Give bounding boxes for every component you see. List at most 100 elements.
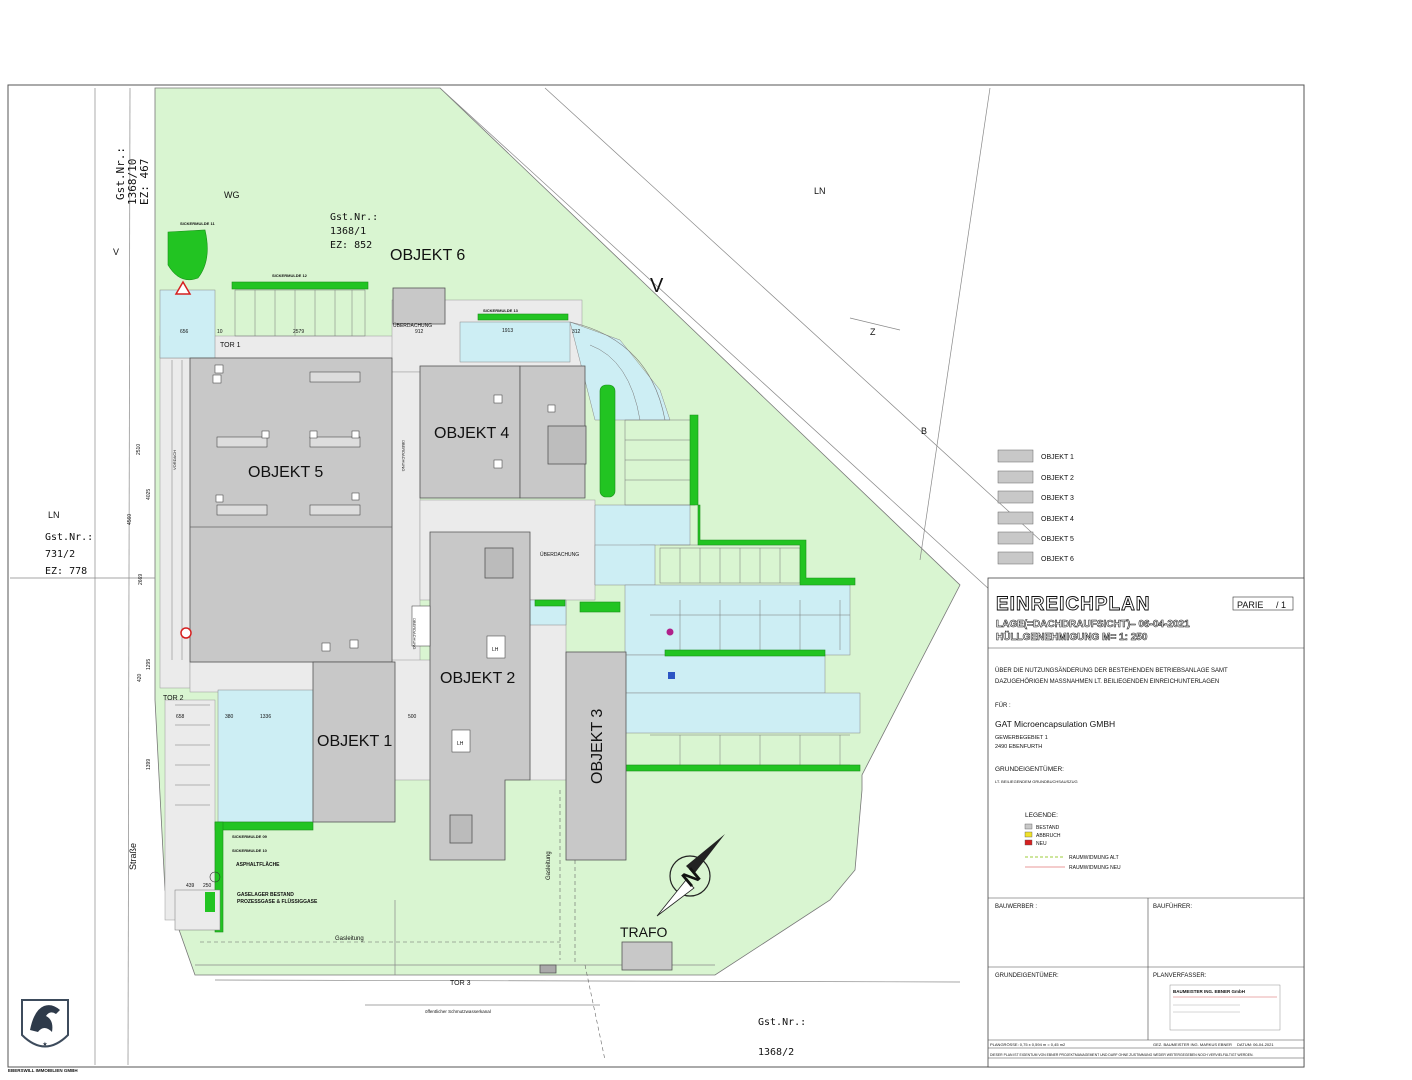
stamp-company: BAUMEISTER ING. EBNER GmbH <box>1173 989 1245 994</box>
sickermulde-11 <box>167 229 208 281</box>
parcel-center-ez: EZ: 852 <box>330 240 372 251</box>
dim-2579: 2579 <box>293 329 304 335</box>
legend-objekt-3: OBJEKT 3 <box>1041 495 1074 502</box>
gas-tank-icon <box>209 871 221 883</box>
svg-text:★: ★ <box>42 1041 47 1048</box>
plan-parie: PARIE <box>1237 600 1263 610</box>
sickermulde-strip-2 <box>689 414 856 586</box>
label-objekt-3: OBJEKT 3 <box>589 709 606 784</box>
gas-storage-drain <box>205 892 215 912</box>
roof-markers <box>212 364 556 753</box>
label-ueberdachung-4: ÜBERDACHUNG <box>412 618 417 649</box>
sickermulde-10 <box>214 821 224 933</box>
legend-objekt-2: OBJEKT 2 <box>1041 475 1074 482</box>
footer-note: DIESER PLAN IST EIGENTUM VON EBNER PROJE… <box>990 1053 1253 1057</box>
label-tor-2: TOR 2 <box>163 695 184 702</box>
label-objekt-2: OBJEKT 2 <box>440 670 515 687</box>
desc-line-2: DAZUGEHÖRIGEN MASSNAHMEN LT. BEILIEGENDE… <box>995 678 1219 685</box>
parcel-west-label: Gst.Nr.: <box>45 532 93 543</box>
company-address-2: 2490 EBENFURTH <box>995 744 1042 750</box>
label-tor-3: TOR 3 <box>450 980 471 987</box>
gas-lines <box>200 790 606 1061</box>
dim-10: 10 <box>217 329 223 335</box>
road-lines <box>10 87 1041 1066</box>
parcel-nw-ez: EZ: 467 <box>138 159 151 205</box>
sickermulde-strip-1 <box>599 384 616 498</box>
label-objekt-4: OBJEKT 4 <box>434 425 509 442</box>
label-asphalt: ASPHALTFLÄCHE <box>236 861 280 868</box>
parcel-nw: Gst.Nr.: 1368/10 EZ: 467 <box>114 147 151 205</box>
parcel-center-label: Gst.Nr.: <box>330 212 378 223</box>
dim-658: 658 <box>176 714 185 720</box>
warning-sign-icon <box>174 280 192 295</box>
label-strasse: Straße <box>128 843 138 870</box>
sickermulde-09 <box>214 821 314 831</box>
plan-scale: HÜLLGENEHMIGUNG M= 1: 250 <box>996 630 1148 643</box>
parcel-south-number: 1368/2 <box>758 1047 794 1058</box>
label-gaslager-1: GASELAGER BESTAND <box>237 892 294 898</box>
legend-objekt-6: OBJEKT 6 <box>1041 556 1074 563</box>
label-objekt-6: OBJEKT 6 <box>390 247 465 264</box>
parking-stalls <box>171 289 850 806</box>
watermark-text: EBERSWILL IMMOBILIEN GMBH <box>8 1068 78 1073</box>
legend-objekt-5: OBJEKT 5 <box>1041 536 1074 543</box>
label-ueberdachung-2: ÜBERDACHUNG <box>540 551 579 558</box>
parcel-nw-label: Gst.Nr.: <box>114 147 127 200</box>
zoning-v-w: V <box>113 247 119 257</box>
label-sickermulde-11: SICKERMULDE 11 <box>180 221 215 226</box>
sickermulde-strip-6 <box>579 601 621 613</box>
objekt-1-footprint <box>312 661 396 823</box>
label-gasleitung-h: Gasleitung <box>335 936 364 942</box>
label-ueberdachung-3: ÜBERDACHUNG <box>401 440 406 471</box>
sickermulde-12 <box>231 281 369 290</box>
zoning-v-big: V <box>650 275 664 297</box>
watermark-logo: ★ EBERSWILL IMMOBILIEN GMBH <box>8 999 78 1073</box>
dim-250: 250 <box>203 883 212 889</box>
label-vordach: VORDACH <box>172 450 177 470</box>
grundeigentuemer-value: LT. BEILIEGENDEM GRUNDBUCHSAUSZUG <box>995 779 1078 784</box>
zoning-wg: WG <box>224 190 240 200</box>
zoning-ln-ne: LN <box>814 186 826 196</box>
dim-912: 912 <box>415 329 424 335</box>
label-kanal: öffentlicher Schmutzwasserkanal <box>425 1009 491 1014</box>
label-objekt-5: OBJEKT 5 <box>248 464 323 481</box>
trafo-footprint <box>621 941 673 971</box>
parcel-west-number: 731/2 <box>45 549 75 560</box>
legende-raum-neu: RAUMWIDMUNG NEU <box>1069 865 1121 871</box>
grundeigentuemer-2-label: GRUNDEIGENTÜMER: <box>995 972 1059 979</box>
baufuehrer-label: BAUFÜHRER: <box>1153 903 1192 910</box>
parcel-west-ez: EZ: 778 <box>45 566 87 577</box>
dim-1336: 1336 <box>260 714 271 720</box>
dim-2510: 2510 <box>136 444 142 455</box>
sickermulde-strip-3 <box>664 649 826 657</box>
legende-label: LEGENDE: <box>1025 812 1058 819</box>
parcel-nw-number: 1368/10 <box>126 159 139 205</box>
label-lh-1: LH <box>492 647 499 653</box>
label-trafo: TRAFO <box>620 924 668 940</box>
dim-380: 380 <box>225 714 234 720</box>
label-gasleitung-v: Gasleitung <box>546 851 552 880</box>
disabled-parking-icon <box>668 672 675 679</box>
gezeichnet: GEZ. BAUMEISTER ING. MARKUS EBNER <box>1153 1042 1232 1047</box>
label-lh-2: LH <box>457 741 464 747</box>
sealed-areas <box>159 289 861 823</box>
legend-objekt-1: OBJEKT 1 <box>1041 454 1074 461</box>
drains <box>167 229 861 933</box>
grundeigentuemer-label: GRUNDEIGENTÜMER: <box>995 765 1064 773</box>
dim-312: 312 <box>572 329 581 335</box>
zoning-z: Z <box>870 327 876 337</box>
label-sickermulde-10: SICKERMULDE 10 <box>232 848 268 853</box>
label-objekt-1: OBJEKT 1 <box>317 733 392 750</box>
label-sickermulde-13: SICKERMULDE 13 <box>483 308 519 313</box>
legende-neu: NEU <box>1036 841 1047 847</box>
zoning-b: B <box>921 426 927 436</box>
hydrant-icon <box>666 628 674 636</box>
dim-4025: 4025 <box>146 489 152 500</box>
fire-valve-icon <box>180 627 192 639</box>
access-curve <box>569 321 666 421</box>
dim-1399: 1399 <box>146 759 152 770</box>
datum: DATUM: 06-04-2021 <box>1237 1042 1274 1047</box>
desc-line-1: ÜBER DIE NUTZUNGSÄNDERUNG DER BESTEHENDE… <box>995 667 1228 674</box>
plangroesse: PLANGRÖSSE: 0,75 x 0,594 m = 0,45 m2 <box>990 1042 1066 1047</box>
